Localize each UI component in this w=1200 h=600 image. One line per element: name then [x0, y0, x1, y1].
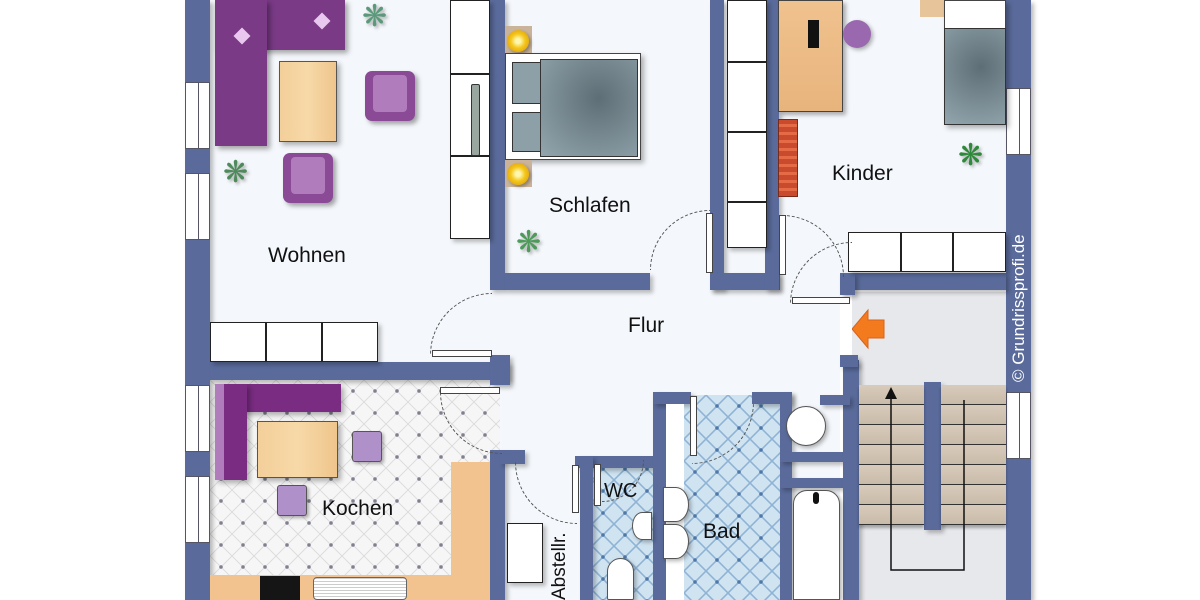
wardrobe-schlafen	[727, 0, 767, 62]
wall-schlafen-bottom	[505, 273, 650, 290]
wall-stair-stub	[820, 395, 850, 405]
wc-basin	[632, 512, 652, 540]
tv-icon	[471, 84, 480, 156]
storage-shelf	[507, 523, 543, 583]
room-label-kochen: Kochen	[322, 497, 394, 520]
wall-kochen-stub	[490, 355, 510, 385]
door-leaf	[690, 396, 697, 456]
armchair	[283, 153, 333, 203]
window-kinder	[1006, 88, 1031, 155]
door-leaf	[440, 387, 500, 394]
stove-icon	[260, 576, 300, 600]
door-leaf	[779, 215, 786, 275]
stair-step	[941, 485, 1006, 505]
door-leaf	[706, 213, 713, 273]
stair-direction-arrow-icon	[885, 387, 965, 571]
blanket	[540, 59, 638, 157]
washbasin-icon	[663, 524, 689, 559]
door-leaf	[594, 464, 601, 506]
bedside-table	[920, 0, 945, 17]
plant-icon: ❋	[362, 0, 388, 34]
corner-sofa-side	[215, 0, 267, 146]
dining-chair	[277, 485, 307, 516]
window-kochen-2	[185, 476, 210, 543]
stair-step	[941, 445, 1006, 465]
window-wohnen-1	[185, 82, 210, 149]
wardrobe-schlafen	[727, 132, 767, 202]
door-leaf	[432, 350, 492, 357]
room-label-wc: WC	[604, 480, 638, 502]
wall-kochen-right	[490, 450, 505, 600]
sideboard	[266, 322, 322, 362]
wardrobe-wohnen	[450, 0, 490, 74]
kitchen-bench-side	[215, 384, 247, 480]
lamp-icon	[507, 163, 529, 185]
door-leaf	[792, 297, 850, 304]
wall-shaft	[780, 452, 852, 462]
wall-shaft-bottom	[780, 478, 852, 488]
room-label-kinder: Kinder	[832, 162, 893, 185]
wardrobe-schlafen	[727, 62, 767, 132]
bookshelf	[778, 119, 798, 197]
wall-wc-bad	[653, 392, 666, 600]
plant-icon: ❋	[223, 155, 249, 190]
stair-step	[941, 465, 1006, 485]
bathtub-icon	[793, 490, 840, 600]
desk-chair	[843, 20, 871, 48]
armchair	[365, 71, 415, 121]
wall-stair-left	[843, 360, 859, 600]
coffee-table	[279, 61, 337, 142]
room-label-schlafen: Schlafen	[549, 194, 631, 217]
wall-stair-center	[924, 382, 941, 530]
stair-step	[941, 405, 1006, 425]
wall-bad-right	[780, 392, 792, 600]
wall-schlafen-right	[710, 0, 724, 290]
door-leaf	[572, 465, 579, 513]
wall-wohnen-kochen	[210, 362, 510, 380]
sideboard	[210, 322, 266, 362]
wall-wohnen-schlafen	[490, 0, 505, 290]
window-stairwell	[1006, 392, 1031, 459]
window-kochen-1	[185, 385, 210, 452]
wall-abstellr-wc	[580, 456, 593, 600]
room-label-bad: Bad	[703, 520, 741, 543]
kinder-cabinet	[901, 232, 953, 272]
plant-icon: ❋	[516, 225, 542, 260]
wardrobe-wohnen	[450, 156, 490, 239]
kinder-cabinet	[848, 232, 901, 272]
kinder-cabinet	[953, 232, 1006, 272]
washing-machine-icon	[786, 406, 826, 446]
wall-abstellr-top	[500, 450, 525, 464]
wardrobe-wohnen	[450, 74, 490, 156]
sink-icon	[313, 577, 407, 600]
room-label-abstellr: Abstellr.	[549, 532, 570, 600]
blanket	[944, 28, 1006, 125]
stair-step	[941, 425, 1006, 445]
toilet-icon	[607, 558, 634, 600]
wall-bad-top-left	[653, 392, 691, 404]
sideboard	[322, 322, 378, 362]
window-wohnen-2	[185, 173, 210, 240]
wall-closet-bottom	[710, 273, 780, 290]
lamp-icon	[507, 30, 529, 52]
watermark-copyright: © Grundrissprofi.de	[1009, 234, 1028, 382]
wall-schlafen-kinder	[765, 0, 779, 290]
wardrobe-schlafen	[727, 202, 767, 248]
plant-icon: ❋	[958, 138, 984, 173]
wall-flur-right	[840, 355, 858, 367]
room-label-flur: Flur	[628, 314, 665, 337]
stair-step	[941, 385, 1006, 405]
faucet-icon	[813, 492, 819, 504]
desk	[778, 0, 843, 112]
laptop-icon	[808, 20, 819, 48]
wall-kinder-bottom	[840, 273, 1006, 290]
room-label-wohnen: Wohnen	[268, 244, 346, 267]
entry-arrow-icon	[852, 308, 885, 350]
stair-step	[941, 505, 1006, 525]
dining-chair	[352, 431, 382, 462]
dining-table	[257, 421, 338, 478]
washbasin-icon	[663, 487, 689, 522]
